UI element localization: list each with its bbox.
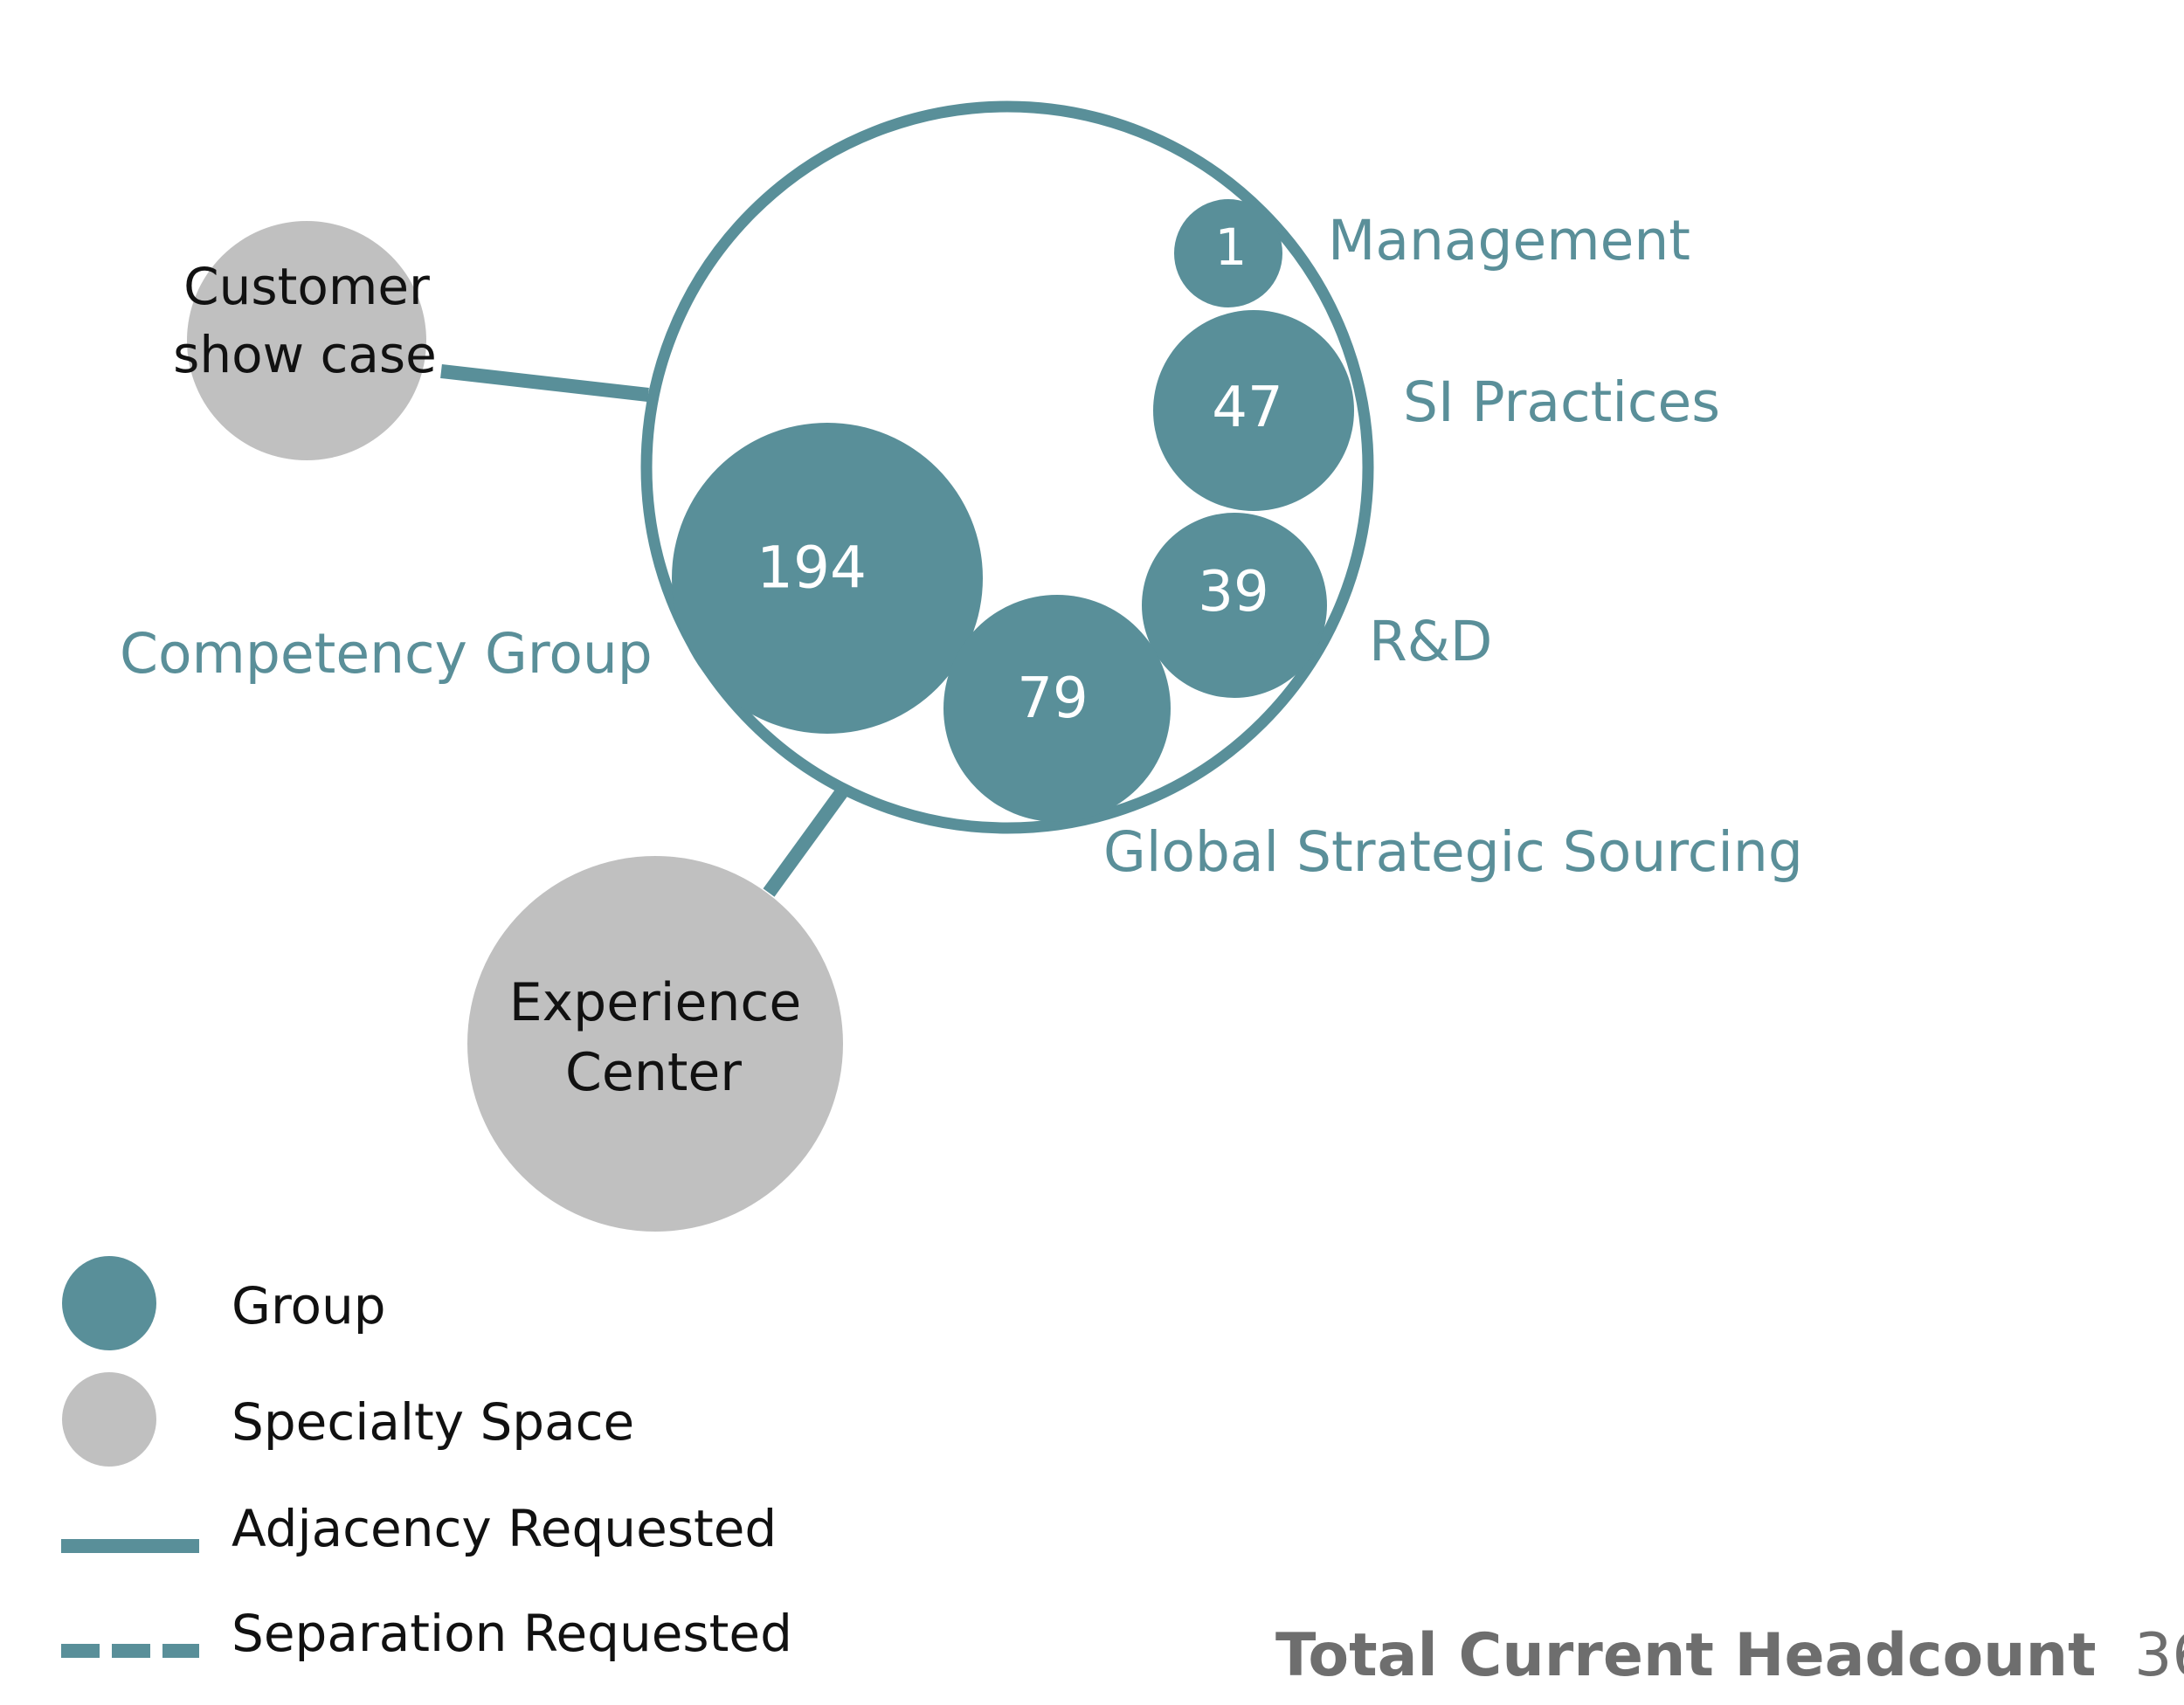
legend-group-label: Group xyxy=(232,1276,386,1336)
competency-group-ring xyxy=(640,100,1374,834)
experience-center-label-line1: Experience xyxy=(509,972,802,1033)
group-bubble-rnd xyxy=(1142,513,1327,698)
adjacency-line-customer-show-case xyxy=(440,364,649,402)
group-value-rnd: 39 xyxy=(1198,560,1268,625)
group-value-competency: 194 xyxy=(757,535,867,602)
group-bubble-gss xyxy=(943,595,1171,822)
total-headcount-label: Total Current Headcount xyxy=(1275,1621,2096,1690)
group-bubble-si-practices xyxy=(1153,310,1354,511)
group-value-gss: 79 xyxy=(1017,666,1088,731)
group-label-rnd: R&D xyxy=(1369,610,1492,673)
experience-center-circle xyxy=(467,856,843,1232)
group-value-si-practices: 47 xyxy=(1212,376,1282,440)
group-label-management: Management xyxy=(1328,209,1690,273)
customer-show-case-label-line2: show case xyxy=(173,325,437,384)
legend-specialty-label: Specialty Space xyxy=(232,1392,634,1452)
experience-center-label-line2: Center xyxy=(565,1042,742,1103)
legend-adjacency-label: Adjacency Requested xyxy=(232,1499,777,1558)
adjacency-line-experience-center xyxy=(763,786,849,897)
legend-group-swatch xyxy=(62,1256,156,1350)
group-label-si-practices: SI Practices xyxy=(1403,370,1720,434)
group-value-management: 1 xyxy=(1215,217,1248,277)
group-bubble-competency xyxy=(672,423,983,734)
group-bubble-management xyxy=(1174,199,1282,307)
total-headcount-value: 360 xyxy=(2134,1621,2184,1690)
customer-show-case-label-line1: Customer xyxy=(183,257,430,316)
group-label-gss: Global Strategic Sourcing xyxy=(1103,820,1803,884)
container-label-competency-group: Competency Group xyxy=(120,622,653,686)
legend-specialty-swatch xyxy=(62,1372,156,1467)
customer-show-case-circle xyxy=(187,221,426,460)
total-headcount: Total Current Headcount 360 xyxy=(1275,1621,2184,1690)
legend-separation-label: Separation Requested xyxy=(232,1604,792,1663)
